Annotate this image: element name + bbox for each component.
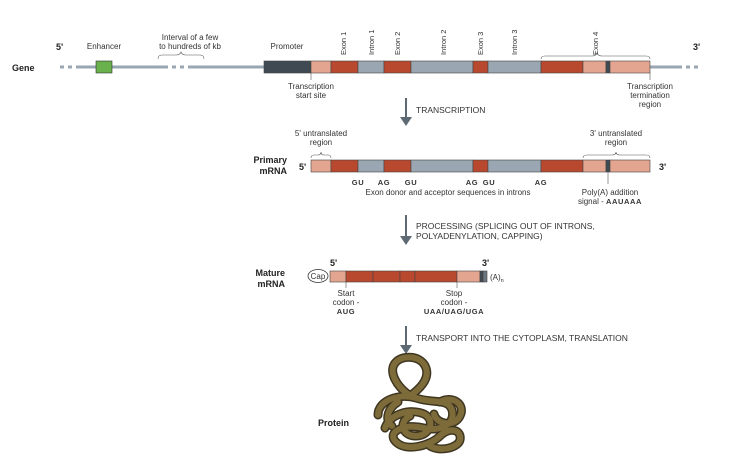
polya-signal-label-line2: signal - AAUAAA [578, 197, 642, 206]
translation-arrow-icon [400, 326, 412, 354]
primary-exon2 [383, 159, 412, 173]
primary-intron2 [410, 159, 474, 173]
gene-3utr-b [609, 60, 651, 74]
start-codon-label-line1: Start [338, 289, 356, 298]
primary-mrna-label-line1: Primary [253, 155, 287, 165]
primary-3prime-label: 3' [659, 162, 666, 172]
exon1-label: Exon 1 [339, 32, 348, 55]
gene-exon4 [540, 60, 584, 74]
interval-label-line2: to hundreds of kb [159, 42, 221, 51]
stop-codon-label-line2: codon - [441, 298, 468, 307]
gene-exon1 [330, 60, 359, 74]
mature-3prime-label: 3' [482, 258, 489, 268]
stop-codon-label-line1: Stop [446, 289, 463, 298]
intron3-label: Intron 3 [510, 30, 519, 55]
primary-3utr-label-line1: 3' untranslated [590, 129, 642, 138]
primary-intron1 [357, 159, 385, 173]
promoter-region [263, 60, 312, 74]
transcription-arrow-icon [400, 98, 412, 126]
mature-5utr [329, 270, 347, 283]
gene-3prime-label: 3' [693, 42, 700, 52]
mature-polya-mark [479, 270, 484, 283]
translation-step-label: TRANSPORT INTO THE CYTOPLASM, TRANSLATIO… [416, 333, 628, 343]
mature-exon1 [345, 270, 374, 283]
exon3-label: Exon 3 [476, 32, 485, 55]
primary-exon1 [330, 159, 359, 173]
splice-donor-2: GU [405, 178, 417, 187]
primary-5prime-label: 5' [299, 162, 306, 172]
primary-transcript [310, 159, 651, 173]
gene-label: Gene [12, 63, 35, 73]
interval-bracket [157, 51, 205, 60]
exon4-label: Exon 4 [591, 32, 600, 55]
primary-5utr-label-line2: region [310, 138, 332, 147]
mature-exon4 [414, 270, 458, 283]
splice-acceptor-3: AG [535, 178, 547, 187]
start-codon-label-line2: codon - [333, 298, 360, 307]
mature-exon3 [399, 270, 416, 283]
processing-arrow-icon [400, 215, 412, 245]
termination-label-line1: Transcription [627, 82, 673, 91]
stop-codon-sequence: UAA/UAG/UGA [424, 307, 484, 316]
gene-5prime-label: 5' [56, 42, 63, 52]
mature-polya-tail-block [482, 270, 488, 283]
splice-donor-1: GU [352, 178, 364, 187]
promoter-label: Promoter [271, 42, 304, 51]
gene-3utr-a [582, 60, 607, 74]
termination-label-line2: termination [630, 91, 670, 100]
polya-signal-sequence: AAUAAA [606, 197, 642, 206]
gene-polya-mark [605, 60, 611, 74]
splice-donor-3: GU [483, 178, 495, 187]
protein-label: Protein [318, 418, 349, 428]
mature-5prime-label: 5' [330, 258, 337, 268]
splice-acceptor-2: AG [466, 178, 478, 187]
cap-label: Cap [311, 272, 326, 281]
gene-intron2 [410, 60, 474, 74]
primary-5utr-bracket [310, 151, 332, 159]
primary-3utr-bracket [582, 151, 651, 159]
primary-3utr-label-line2: region [605, 138, 627, 147]
primary-polya-mark [605, 159, 611, 173]
transcription-step-label: TRANSCRIPTION [416, 105, 485, 115]
polya-tail-label: (A)n [490, 273, 504, 284]
gene-intron3 [487, 60, 542, 74]
gene-exon3 [472, 60, 489, 74]
enhancer-label: Enhancer [87, 42, 122, 51]
primary-5utr [310, 159, 332, 173]
start-codon-sequence: AUG [337, 307, 355, 316]
primary-exon4 [540, 159, 584, 173]
exon2-label: Exon 2 [393, 32, 402, 55]
intron2-label: Intron 2 [439, 30, 448, 55]
gene-intron1 [357, 60, 385, 74]
primary-3utr-a [582, 159, 607, 173]
primary-intron3 [487, 159, 542, 173]
gene-exon2 [383, 60, 412, 74]
enhancer-block [95, 60, 113, 74]
mature-exon2 [372, 270, 401, 283]
primary-3utr-b [609, 159, 651, 173]
primary-exon3 [472, 159, 489, 173]
processing-step-label-line2: POLYADENYLATION, CAPPING) [416, 231, 543, 241]
polya-signal-label-line1: Poly(A) addition [582, 188, 638, 197]
folded-protein-icon [373, 352, 466, 454]
primary-mrna-label-line2: mRNA [259, 166, 287, 176]
mature-mrna-label-line2: mRNA [257, 279, 285, 289]
cap-icon [307, 269, 329, 283]
gene-5utr [310, 60, 332, 74]
intron1-label: Intron 1 [367, 30, 376, 55]
splice-caption: Exon donor and acceptor sequences in int… [366, 188, 531, 197]
mature-3utr [456, 270, 481, 283]
primary-5utr-label-line1: 5' untranslated [295, 129, 347, 138]
tss-label-line1: Transcription [288, 82, 334, 91]
tss-label-line2: start site [296, 91, 327, 100]
splice-acceptor-1: AG [378, 178, 390, 187]
mature-transcript [329, 270, 488, 283]
interval-label-line1: Interval of a few [162, 33, 219, 42]
termination-label-line3: region [639, 100, 661, 109]
exon4-bracket [540, 52, 651, 60]
gene-body [263, 60, 651, 74]
mature-mrna-label-line1: Mature [255, 268, 285, 278]
processing-step-label-line1: PROCESSING (SPLICING OUT OF INTRONS, [416, 221, 595, 231]
